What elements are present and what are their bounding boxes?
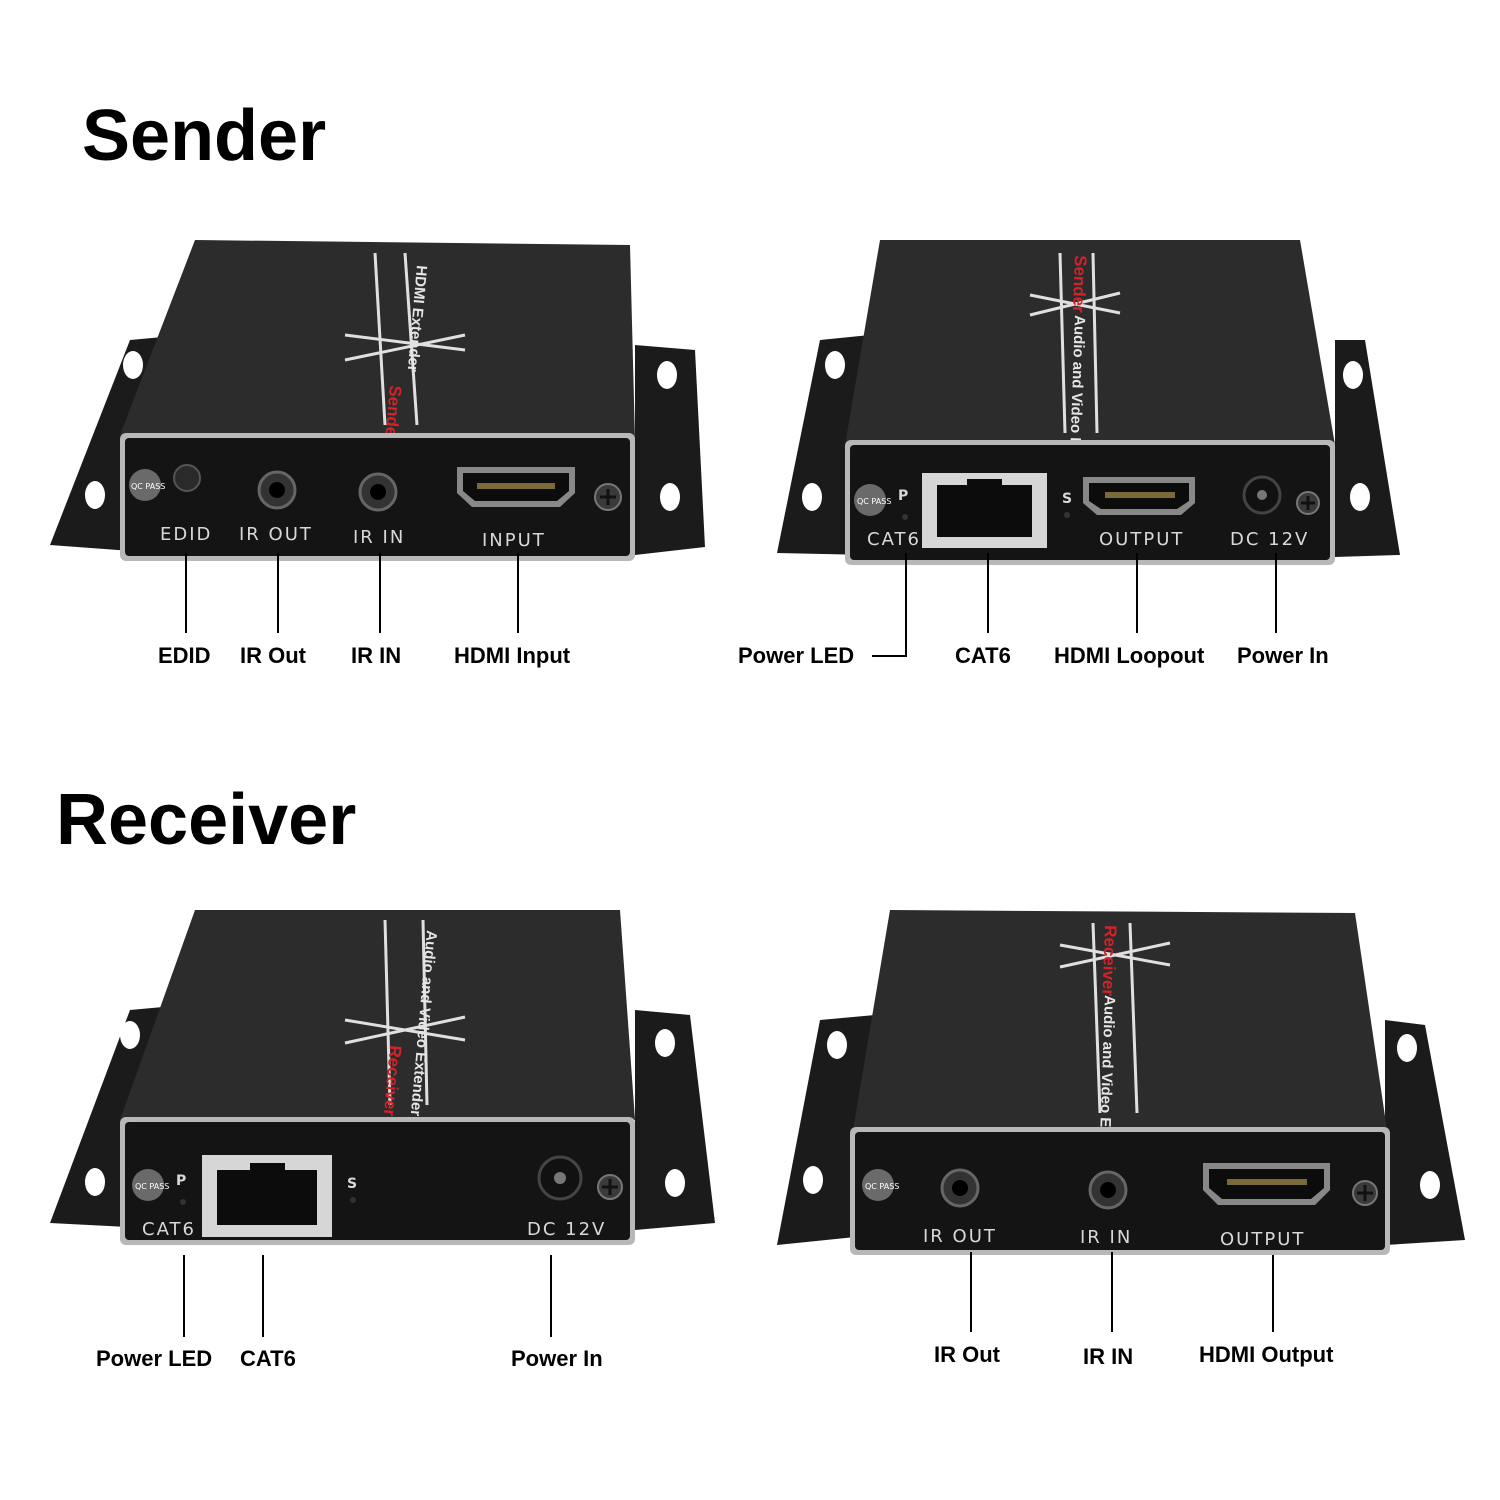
panel-label-cat6: CAT6 [142, 1219, 196, 1240]
top-shell [120, 910, 635, 1120]
power-led [902, 514, 908, 520]
ir-out-jack-hole [269, 482, 285, 498]
callout-line-cat6 [262, 1255, 264, 1337]
callout-line-edid [185, 553, 187, 633]
bracket-hole [1397, 1034, 1417, 1062]
bracket-hole [85, 1168, 105, 1196]
callout-ir-in: IR IN [351, 643, 402, 668]
panel-label-edid: EDID [160, 524, 212, 545]
receiver-title: Receiver [56, 780, 357, 860]
panel-label-ir-out: IR OUT [239, 524, 313, 545]
top-brand-text: Sender [1069, 255, 1090, 314]
callout-line-hdmi-output [1272, 1255, 1274, 1332]
qc-sticker [854, 484, 886, 516]
receiver-back-unit: Receiver Audio and Video Extender QC PAS… [45, 905, 725, 1250]
qc-sticker [862, 1169, 894, 1201]
bracket-hole [657, 361, 677, 389]
callout-line-ir-in [379, 553, 381, 633]
callout-line-power-in [1275, 553, 1277, 633]
callout-edid: EDID [158, 643, 211, 668]
panel-label-dc: DC 12V [527, 1219, 606, 1240]
bracket-hole [1343, 361, 1363, 389]
bracket-hole [120, 1021, 140, 1049]
callout-cat6: CAT6 [955, 643, 1011, 668]
bracket-hole [803, 1166, 823, 1194]
bracket-hole [123, 351, 143, 379]
callout-ir-out: IR Out [240, 643, 306, 668]
power-led [180, 1199, 186, 1205]
callout-line-power-led [905, 553, 907, 656]
panel-label-p: P [898, 488, 908, 504]
callout-power-in: Power In [1237, 643, 1329, 668]
callout-line-power-in [550, 1255, 552, 1337]
qc-label: QC PASS [135, 1182, 169, 1191]
bracket-hole [665, 1169, 685, 1197]
panel-label-ir-out: IR OUT [923, 1226, 997, 1247]
top-shell [853, 910, 1387, 1130]
receiver-front-unit: Receiver Audio and Video Extender QC PAS… [775, 905, 1475, 1255]
qc-label: QC PASS [857, 497, 891, 506]
callout-hdmi-loopout: HDMI Loopout [1054, 643, 1205, 668]
qc-sticker [132, 1169, 164, 1201]
callout-line-hdmi-loopout [1136, 553, 1138, 633]
callout-hline-power-led [872, 655, 907, 657]
bracket-right [635, 1010, 715, 1230]
panel-label-s: S [347, 1176, 357, 1192]
sender-back-unit: Sender Audio and Video Extender QC PASS … [775, 235, 1415, 575]
panel-label-dc: DC 12V [1230, 529, 1309, 550]
callout-line-ir-in [1111, 1252, 1113, 1332]
edid-button [173, 464, 201, 492]
top-brand-text: Receiver [1099, 925, 1120, 997]
status-led [1064, 512, 1070, 518]
bracket-hole [825, 351, 845, 379]
panel-label-input: INPUT [482, 530, 546, 551]
panel-label-ir-in: IR IN [353, 527, 405, 548]
callout-line-cat6 [987, 553, 989, 633]
sender-title: Sender [82, 96, 327, 176]
bracket-hole [1420, 1171, 1440, 1199]
panel-label-output: OUTPUT [1099, 529, 1184, 550]
bracket-right [1385, 1020, 1465, 1245]
bracket-hole [1350, 483, 1370, 511]
bracket-hole [655, 1029, 675, 1057]
callout-hdmi-output: HDMI Output [1199, 1342, 1334, 1367]
qc-sticker [129, 469, 161, 501]
panel-label-cat6: CAT6 [867, 529, 921, 550]
bracket-right [635, 345, 705, 555]
panel-label-output: OUTPUT [1220, 1229, 1305, 1250]
qc-label: QC PASS [131, 482, 165, 491]
callout-ir-in: IR IN [1083, 1344, 1134, 1369]
callout-cat6: CAT6 [240, 1346, 296, 1371]
top-brand-text: Sender [381, 385, 405, 444]
panel-label-s: S [1062, 491, 1072, 507]
callout-line-power-led [183, 1255, 185, 1337]
callout-line-ir-out [970, 1252, 972, 1332]
callout-line-ir-out [277, 553, 279, 633]
callout-power-in: Power In [511, 1346, 603, 1371]
ir-in-jack-hole [370, 484, 386, 500]
top-shell [845, 240, 1335, 445]
callout-ir-out: IR Out [934, 1342, 1000, 1367]
sender-front-unit: Sender HDMI Extender QC PASS EDID IR OUT… [45, 235, 725, 575]
bracket-hole [827, 1031, 847, 1059]
panel-label-ir-in: IR IN [1080, 1227, 1132, 1248]
bracket-hole [802, 483, 822, 511]
bracket-hole [85, 481, 105, 509]
callout-line-hdmi-input [517, 553, 519, 633]
panel-label-p: P [176, 1173, 186, 1189]
bracket-hole [660, 483, 680, 511]
qc-label: QC PASS [865, 1182, 899, 1191]
callout-power-led: Power LED [96, 1346, 213, 1371]
callout-hdmi-input: HDMI Input [454, 643, 571, 668]
status-led [350, 1197, 356, 1203]
callout-power-led: Power LED [738, 643, 855, 668]
